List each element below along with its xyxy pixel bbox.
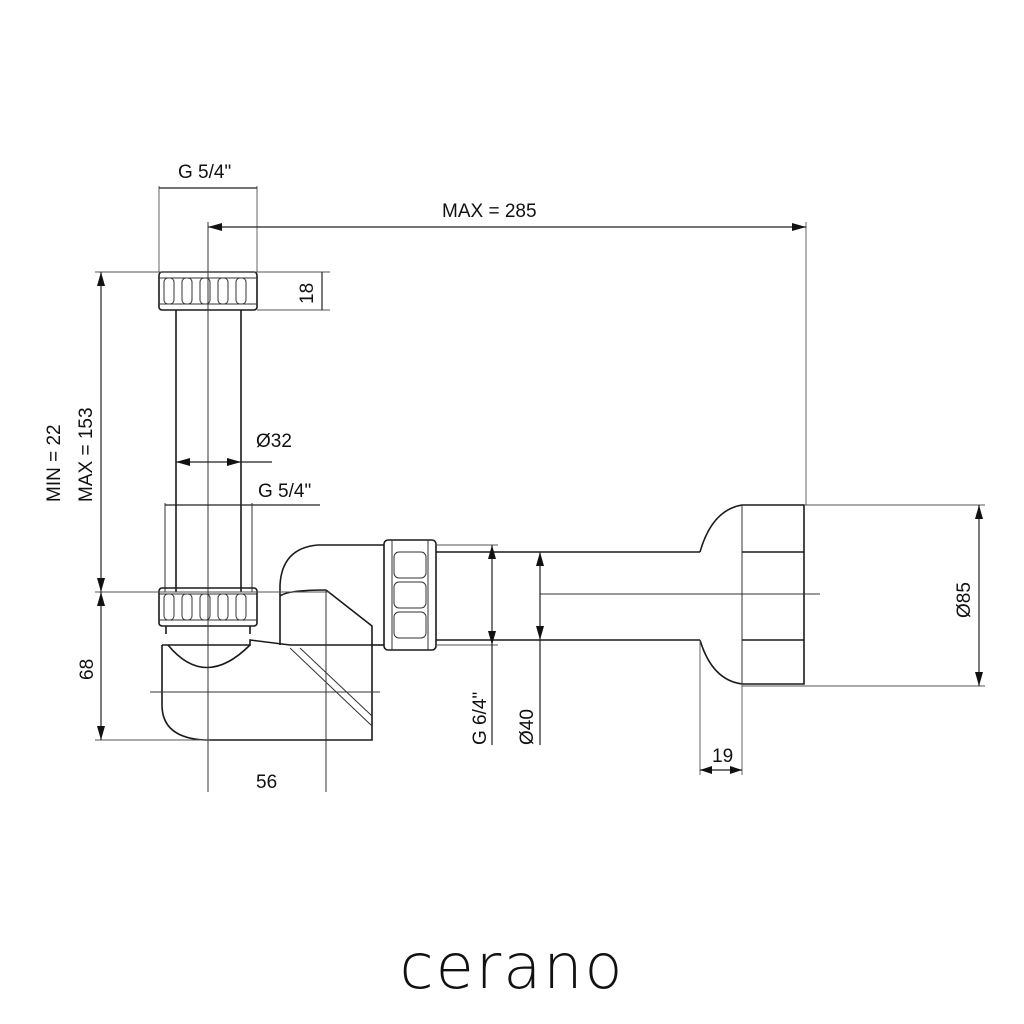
dim-trap-height: 68 — [77, 591, 330, 741]
dim-nut-height: 18 — [95, 271, 330, 311]
label-nut-height: 18 — [297, 283, 318, 304]
label-trap-height: 68 — [77, 659, 98, 680]
label-offset: 56 — [256, 772, 277, 793]
label-thread-mid: G 5/4" — [258, 481, 311, 502]
label-max-height: MAX = 153 — [76, 407, 97, 502]
siphon-outline — [150, 222, 820, 792]
label-thread-top: G 5/4" — [178, 162, 231, 183]
trap-body — [161, 544, 384, 741]
outlet-pipe — [436, 551, 700, 641]
vertical-pipe — [164, 310, 253, 592]
dim-thread-top: G 5/4" — [158, 162, 258, 272]
dim-outlet: G 6/4" Ø40 — [436, 544, 544, 745]
centre-lines — [150, 222, 820, 792]
dim-height-range: MIN = 22 MAX = 153 — [44, 272, 105, 592]
dim-offset: 56 — [256, 772, 277, 793]
label-rosette-diameter: Ø85 — [954, 582, 975, 618]
brand-logo: cerano — [400, 930, 625, 1003]
label-outlet-thread: G 6/4" — [470, 692, 491, 745]
dim-rosette-depth: 19 — [699, 640, 743, 775]
label-pipe-diameter: Ø32 — [256, 431, 292, 452]
dimensions: G 5/4" MAX = 285 18 MIN = 22 MAX = 153 — [44, 162, 985, 793]
label-rosette-depth: 19 — [712, 746, 733, 767]
dim-max-length: MAX = 285 — [208, 201, 807, 505]
outlet-nut — [383, 539, 437, 651]
label-outlet-diameter: Ø40 — [517, 709, 538, 745]
label-max-length: MAX = 285 — [442, 201, 537, 222]
dim-thread-mid: G 5/4" — [165, 481, 320, 506]
label-min-height: MIN = 22 — [44, 424, 65, 502]
dim-rosette-diameter: Ø85 — [742, 504, 985, 687]
dim-pipe-diameter: Ø32 — [176, 431, 292, 466]
